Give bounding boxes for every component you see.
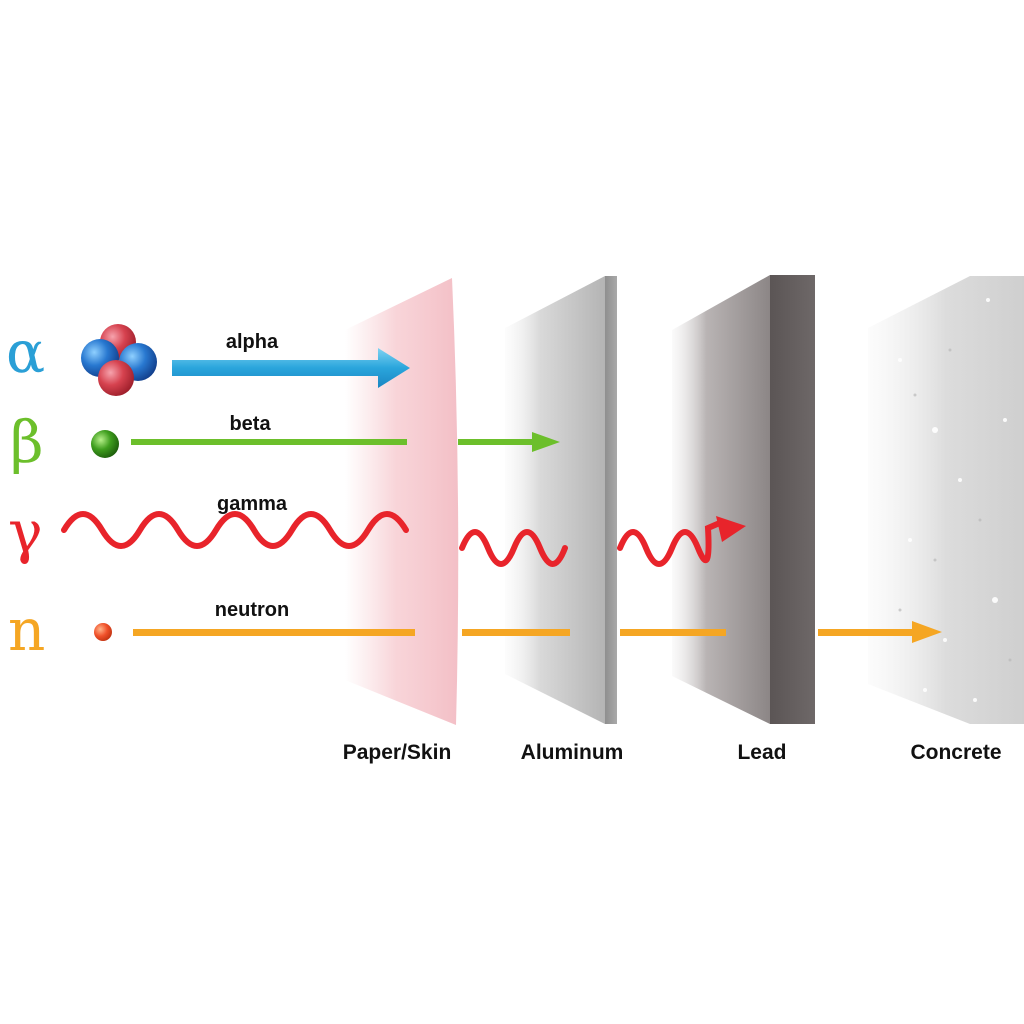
barrier-concrete bbox=[868, 276, 1024, 724]
alpha-symbol: α bbox=[6, 318, 45, 386]
gamma-symbol: γ bbox=[8, 498, 43, 566]
neutron-ray bbox=[133, 621, 942, 643]
lead-label: Lead bbox=[737, 741, 786, 764]
gamma-ray bbox=[61, 511, 746, 567]
paper-label: Paper/Skin bbox=[343, 741, 452, 764]
beta-ray bbox=[131, 432, 560, 452]
aluminum-label: Aluminum bbox=[521, 741, 624, 764]
beta-symbol: β bbox=[10, 408, 44, 476]
concrete-label: Concrete bbox=[910, 741, 1001, 764]
alpha-label: alpha bbox=[226, 331, 279, 353]
neutron-label: neutron bbox=[215, 599, 289, 621]
gamma-label: gamma bbox=[217, 493, 288, 515]
concrete-specks bbox=[898, 348, 1012, 662]
alpha-particle-icon bbox=[81, 324, 157, 396]
barrier-lead bbox=[672, 275, 815, 724]
barrier-aluminum bbox=[505, 276, 617, 724]
neutron-particle-icon bbox=[94, 623, 112, 641]
beta-label: beta bbox=[229, 413, 271, 435]
alpha-ray bbox=[172, 348, 410, 388]
beta-particle-icon bbox=[91, 430, 119, 458]
barrier-paper bbox=[345, 278, 459, 725]
concrete-texture bbox=[898, 298, 1007, 702]
neutron-symbol: n bbox=[8, 596, 45, 664]
